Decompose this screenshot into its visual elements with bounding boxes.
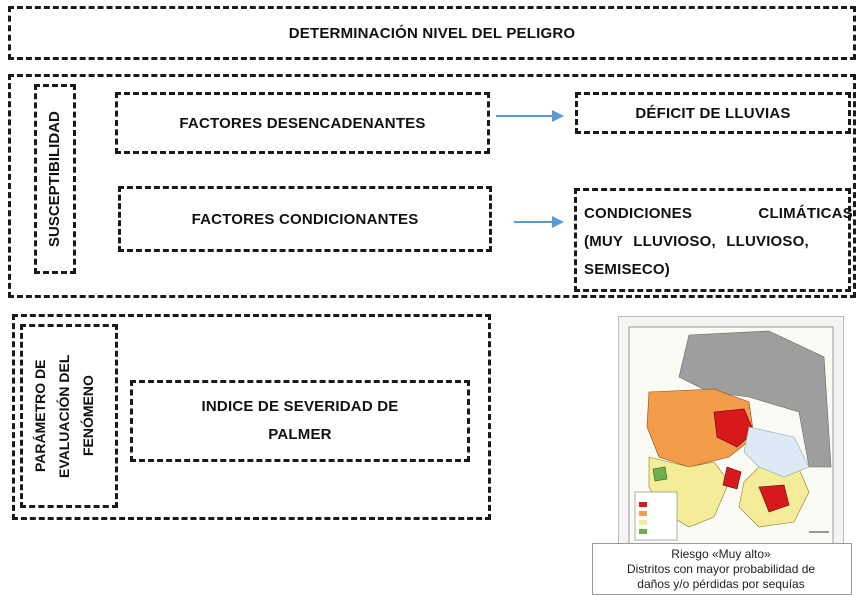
climate-conditions-line2: (MUY LLUVIOSO, LLUVIOSO, <box>584 233 809 250</box>
climate-conditions-box <box>574 188 851 292</box>
climate-conditions-line3: SEMISECO) <box>584 261 670 278</box>
palmer-index-line2: PALMER <box>268 426 332 443</box>
parameter-label: PARÁMETRO DE EVALUACIÓN DEL FENÓMENO <box>32 354 96 478</box>
climate-conditions-line1: CONDICIONES CLIMÁTICAS <box>584 205 853 222</box>
conditioning-factors-label: FACTORES CONDICIONANTES <box>191 210 419 228</box>
diagram-title: DETERMINACIÓN NIVEL DEL PELIGRO <box>288 24 576 42</box>
title-box: DETERMINACIÓN NIVEL DEL PELIGRO <box>8 6 856 60</box>
palmer-index-line1: INDICE DE SEVERIDAD DE <box>201 398 399 415</box>
map-caption-line3: daños y/o pérdidas por sequías <box>637 577 805 591</box>
triggering-factors-box: FACTORES DESENCADENANTES <box>115 92 490 154</box>
map-caption-line2: Distritos con mayor probabilidad de <box>626 562 816 576</box>
arrow-triggering <box>496 110 564 122</box>
conditioning-factors-box: FACTORES CONDICIONANTES <box>118 186 492 252</box>
susceptibility-label: SUSCEPTIBILIDAD <box>46 111 63 247</box>
map-graphic <box>628 326 834 558</box>
parameter-group <box>12 314 491 520</box>
susceptibility-group <box>8 74 856 298</box>
parameter-label-box <box>20 324 118 508</box>
susceptibility-label-box <box>34 84 76 274</box>
rain-deficit-box: DÉFICIT DE LLUVIAS <box>575 92 851 134</box>
rain-deficit-label: DÉFICIT DE LLUVIAS <box>635 104 791 122</box>
arrow-conditioning <box>514 216 564 228</box>
triggering-factors-label: FACTORES DESENCADENANTES <box>179 114 426 132</box>
drought-risk-map <box>618 316 844 568</box>
map-caption-box <box>592 543 852 595</box>
map-caption-line1: Riesgo «Muy alto» <box>671 547 771 561</box>
palmer-index-box: INDICE DE SEVERIDAD DE PALMER <box>130 380 470 462</box>
